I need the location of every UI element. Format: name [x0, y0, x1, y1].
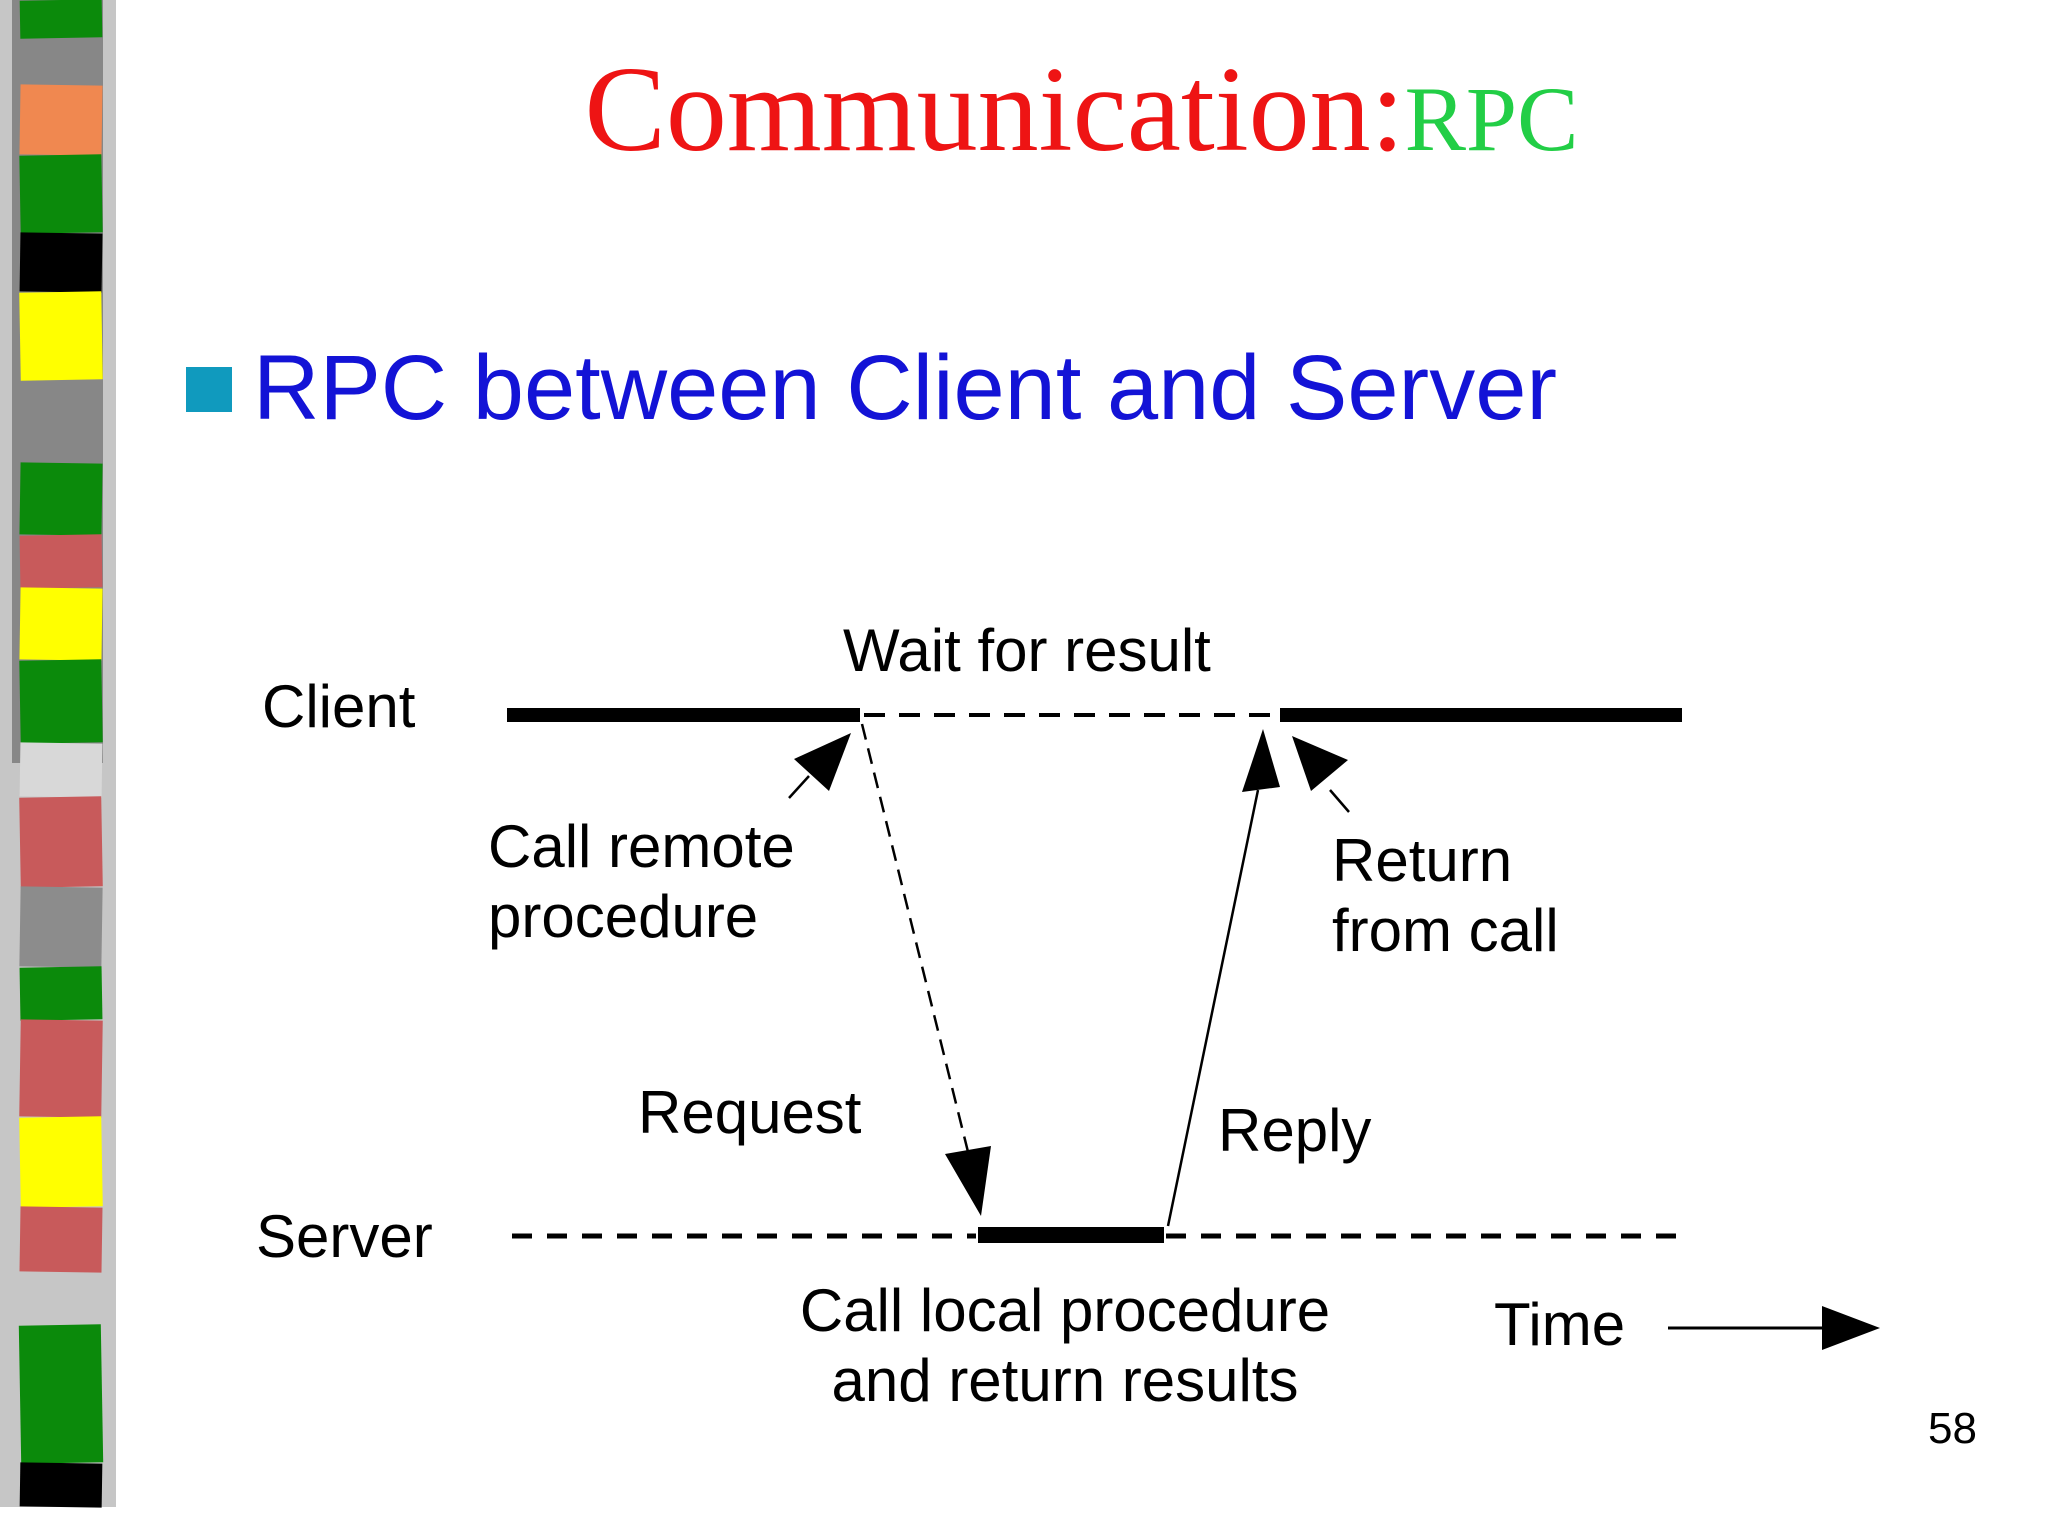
strip-block	[19, 462, 103, 536]
call-local-line1: Call local procedure	[799, 1277, 1331, 1344]
call-local-procedure-label: Call local procedure and return results	[735, 1276, 1395, 1415]
client-label: Client	[262, 673, 416, 740]
request-arrow-line	[860, 723, 974, 1169]
side-strip-left-rail	[0, 0, 12, 1507]
return-annotation-arrowhead-icon	[1292, 736, 1348, 791]
strip-block	[18, 1324, 104, 1464]
strip-block	[19, 796, 103, 888]
page-number: 58	[1928, 1404, 1977, 1453]
return-line1: Return	[1332, 827, 1513, 894]
strip-block	[19, 1019, 103, 1118]
strip-block	[19, 232, 103, 293]
strip-block	[19, 659, 103, 744]
side-strip-right-rail	[103, 0, 116, 1507]
bullet-text: RPC between Client and Server	[253, 337, 1557, 439]
strip-block	[19, 1206, 103, 1273]
client-timeline-left	[507, 708, 860, 722]
strip-block	[19, 966, 103, 1021]
strip-block	[19, 1116, 103, 1208]
strip-block	[19, 291, 103, 381]
reply-arrowhead-icon	[1242, 729, 1280, 792]
return-line2: from call	[1332, 896, 1559, 964]
call-remote-procedure-label: Call remote procedure	[488, 812, 795, 951]
call-remote-annotation-arrowhead-icon	[794, 733, 851, 791]
side-strip-blocks	[12, 0, 104, 1508]
strip-block	[19, 1462, 103, 1508]
reply-label: Reply	[1218, 1097, 1372, 1164]
time-arrowhead-icon	[1822, 1306, 1880, 1350]
bullet-square-icon	[186, 367, 232, 412]
slide-title: Communication:RPC	[115, 40, 2048, 180]
strip-block	[19, 587, 103, 661]
strip-block	[19, 0, 103, 39]
request-label: Request	[638, 1079, 862, 1146]
call-remote-line1: Call remote	[488, 813, 795, 880]
call-local-line2: and return results	[831, 1346, 1299, 1414]
return-from-call-label: Return from call	[1332, 826, 1559, 965]
request-arrowhead-icon	[945, 1146, 991, 1216]
wait-for-result-label: Wait for result	[843, 617, 1211, 684]
strip-block	[19, 154, 103, 234]
server-label: Server	[256, 1203, 433, 1270]
strip-block	[19, 742, 103, 798]
call-remote-line2: procedure	[488, 882, 759, 950]
return-annotation-tail	[1329, 789, 1350, 813]
strip-block	[19, 886, 103, 968]
strip-block	[19, 84, 103, 156]
client-timeline-right	[1280, 708, 1682, 722]
slide-title-accent: RPC	[1404, 68, 1579, 170]
slide-title-main: Communication:	[584, 42, 1405, 177]
server-execution-bar	[978, 1227, 1164, 1243]
strip-block	[19, 534, 103, 589]
call-remote-annotation-tail	[788, 775, 810, 799]
time-label: Time	[1494, 1291, 1626, 1358]
